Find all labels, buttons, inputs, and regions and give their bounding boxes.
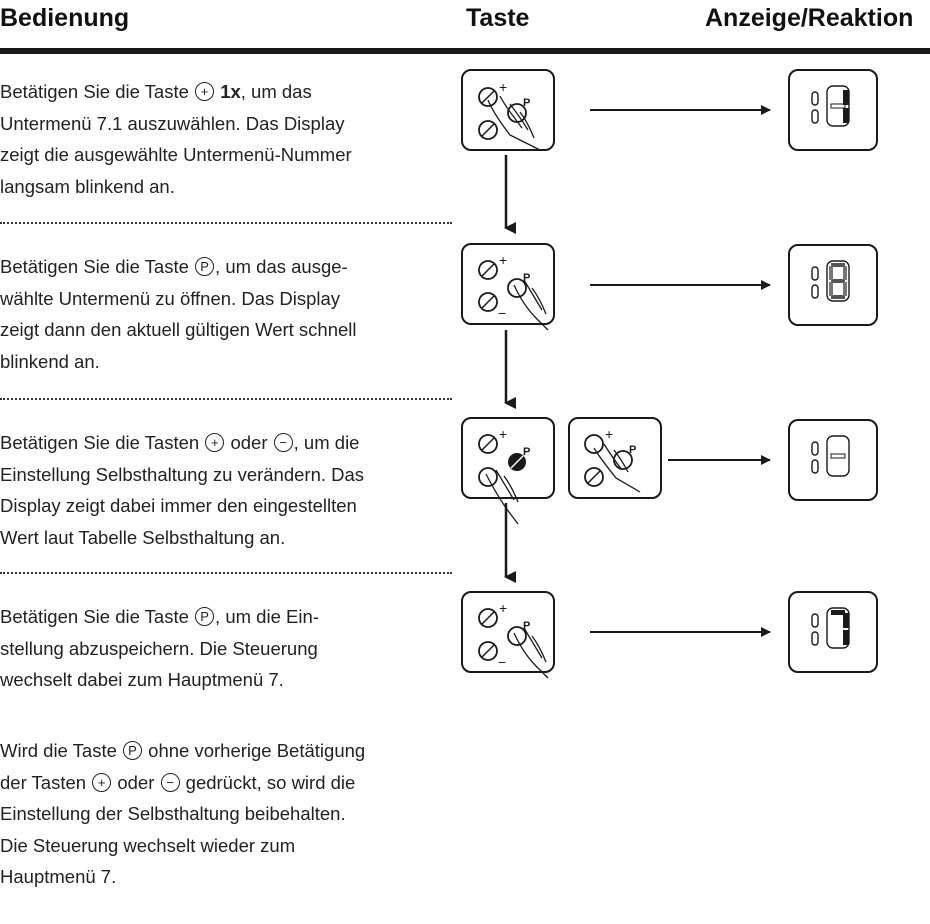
- svg-text:+: +: [605, 426, 613, 442]
- header-anzeige-reaktion: Anzeige/Reaktion: [705, 4, 914, 32]
- display-step-4: [788, 591, 878, 673]
- step-4-text: Betätigen Sie die Taste P, um die Ein- s…: [0, 606, 319, 690]
- svg-text:P: P: [523, 272, 530, 284]
- keypad-step-3-minus: + P: [461, 417, 555, 525]
- svg-text:+: +: [499, 79, 507, 95]
- svg-text:P: P: [629, 444, 636, 456]
- plus-key-symbol: +: [92, 772, 112, 792]
- header-rule: [0, 48, 930, 54]
- divider: [0, 398, 452, 400]
- svg-text:+: +: [499, 252, 507, 268]
- p-key-symbol: P: [123, 741, 143, 760]
- step-1-text: Betätigen Sie die Taste + 1x, um das Unt…: [0, 81, 352, 197]
- svg-text:−: −: [498, 305, 506, 321]
- keypad-step-1: + P: [461, 69, 555, 151]
- keypad-step-4: + − P: [461, 591, 555, 679]
- svg-text:P: P: [523, 446, 530, 458]
- svg-text:+: +: [499, 426, 507, 442]
- display-step-2: [788, 244, 878, 326]
- svg-text:P: P: [523, 97, 530, 109]
- display-step-1: [788, 69, 878, 151]
- header-taste: Taste: [466, 4, 530, 32]
- minus-key-symbol: −: [273, 433, 293, 452]
- minus-key-symbol: −: [160, 772, 180, 792]
- step-2-text: Betätigen Sie die Taste P, um das ausge-…: [0, 256, 357, 372]
- plus-key-symbol: +: [195, 82, 215, 101]
- display-step-3: [788, 419, 878, 501]
- svg-text:−: −: [498, 654, 506, 670]
- keypad-step-2: + − P: [461, 243, 555, 331]
- p-key-symbol: P: [195, 607, 215, 626]
- divider: [0, 222, 452, 224]
- step-3-text: Betätigen Sie die Tasten + oder −, um di…: [0, 432, 365, 548]
- plus-key-symbol: +: [205, 433, 225, 452]
- note-text: Wird die Taste P ohne vorherige Betätigu…: [0, 740, 366, 887]
- divider: [0, 572, 452, 574]
- header-bedienung: Bedienung: [0, 4, 130, 32]
- keypad-step-3-plus: + P: [568, 417, 662, 499]
- svg-text:P: P: [523, 620, 530, 632]
- p-key-symbol: P: [195, 257, 215, 276]
- svg-text:+: +: [499, 600, 507, 616]
